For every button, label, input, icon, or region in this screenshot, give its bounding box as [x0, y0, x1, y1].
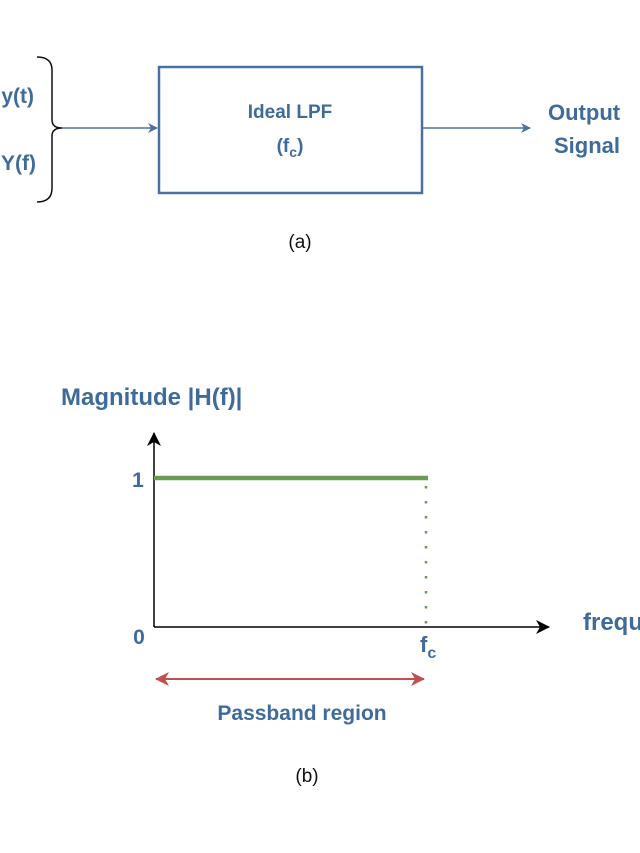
input-brace: [36, 56, 63, 203]
input-freq-label: Y(f): [1, 152, 36, 175]
tick-label-0: 0: [133, 626, 145, 649]
output-label-line1: Output: [548, 100, 621, 125]
caption-b: (b): [295, 766, 318, 787]
block-title: Ideal LPF: [248, 102, 332, 123]
tick-label-1: 1: [132, 469, 144, 492]
ideal-lpf-block: [157, 65, 424, 195]
x-axis-label: frequ: [583, 609, 640, 636]
input-time-label: y(t): [1, 85, 34, 108]
output-label-line2: Signal: [554, 133, 620, 158]
block-param: (fc): [277, 136, 304, 160]
cutoff-label: fc: [420, 632, 436, 662]
caption-a: (a): [288, 232, 311, 253]
y-axis-label: Magnitude |H(f)|: [61, 384, 242, 411]
passband-region-label: Passband region: [217, 702, 386, 725]
